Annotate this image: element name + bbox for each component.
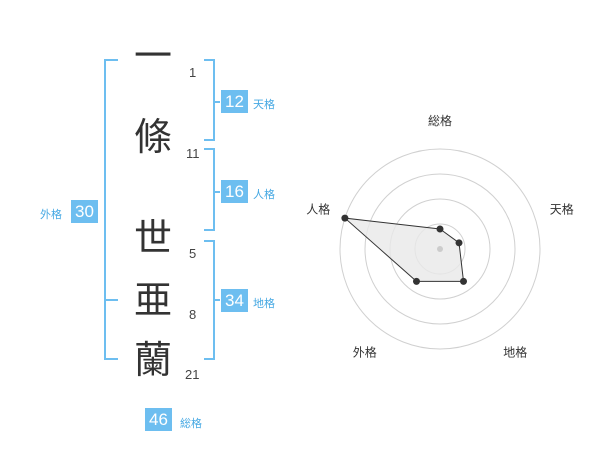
- radar-point-3: [460, 277, 468, 285]
- gaikaku-divider: [104, 299, 118, 301]
- tenkaku-bracket: [204, 59, 215, 141]
- radar-axis-label: 地格: [503, 345, 527, 360]
- gaikaku-bracket: [104, 59, 118, 360]
- radar-point-1: [436, 225, 444, 233]
- chikaku-bracket: [204, 240, 215, 360]
- jinkaku-connector: [215, 191, 220, 193]
- jinkaku-label: 人格: [253, 188, 275, 201]
- radar-axis-label: 外格: [353, 345, 377, 360]
- name-char-5: 蘭: [133, 338, 172, 382]
- radar-point-2: [455, 239, 463, 247]
- name-char-4: 亜: [133, 278, 172, 322]
- name-char-1: 一: [133, 34, 172, 78]
- radar-ring: [364, 173, 516, 325]
- jinkaku-value: 16: [221, 180, 248, 203]
- chikaku-value: 34: [221, 289, 248, 312]
- radar-ring: [339, 148, 541, 350]
- stroke-count-5: 21: [185, 367, 200, 382]
- chikaku-connector: [215, 299, 220, 301]
- radar-center: [437, 246, 443, 252]
- radar-point-4: [412, 277, 420, 285]
- name-char-2: 條: [133, 115, 172, 159]
- gaikaku-label: 外格: [40, 208, 62, 221]
- jinkaku-bracket: [204, 148, 215, 231]
- stroke-count-2: 11: [186, 146, 200, 161]
- stroke-count-3: 5: [189, 246, 197, 261]
- gaikaku-value: 30: [71, 200, 98, 223]
- tenkaku-label: 天格: [253, 98, 275, 111]
- soukaku-label: 総格: [180, 417, 202, 430]
- radar-axis-label: 天格: [550, 201, 574, 216]
- stroke-count-1: 1: [189, 65, 197, 80]
- radar-point-5: [341, 214, 349, 222]
- name-char-3: 世: [133, 216, 172, 260]
- soukaku-value: 46: [145, 408, 172, 431]
- radar-polygon: [343, 217, 465, 282]
- tenkaku-connector: [215, 101, 220, 103]
- radar-axis-label: 総格: [428, 113, 452, 128]
- chikaku-label: 地格: [253, 297, 275, 310]
- tenkaku-value: 12: [221, 90, 248, 113]
- stroke-count-4: 8: [189, 307, 197, 322]
- radar-axis-label: 人格: [306, 201, 330, 216]
